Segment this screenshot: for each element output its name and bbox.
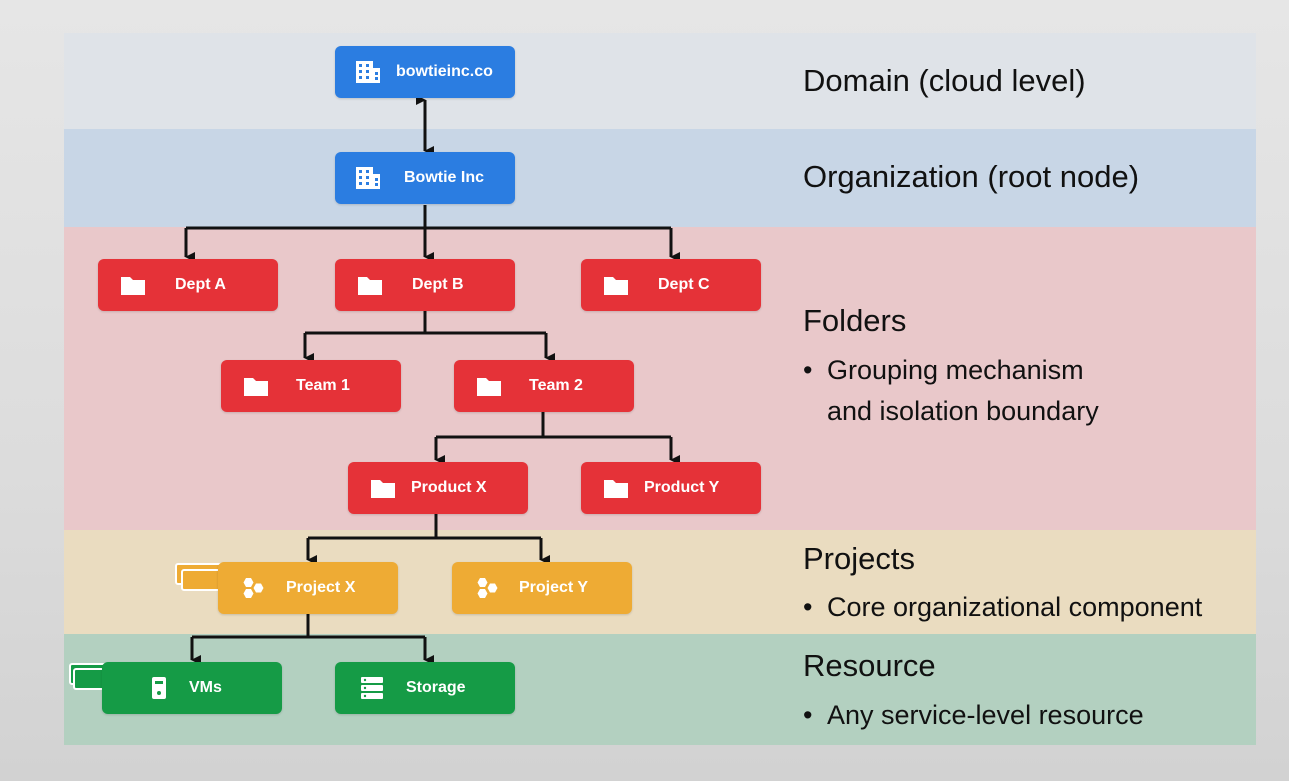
folder-node-dept-b: Dept B <box>335 259 515 311</box>
project-label-y: Project Y <box>519 579 589 596</box>
domain-node: bowtieinc.co <box>335 46 515 98</box>
folder-icon <box>604 480 628 498</box>
folder-node-team-2: Team 2 <box>454 360 634 412</box>
folder-node-dept-c: Dept C <box>581 259 761 311</box>
project-label-x: Project X <box>286 579 356 596</box>
resource-label-storage: Storage <box>406 679 466 696</box>
folder-label-dept-c: Dept C <box>658 276 710 293</box>
resource-node-storage: Storage <box>335 662 515 714</box>
folder-node-product-x: Product X <box>348 462 528 514</box>
domain-layer-title: Domain (cloud level) <box>803 63 1086 98</box>
project-node-y: Project Y <box>452 562 632 614</box>
folder-icon <box>244 378 268 396</box>
folder-label-dept-a: Dept A <box>175 276 226 293</box>
organization-node-label: Bowtie Inc <box>404 169 485 186</box>
bullet-marker: • <box>803 700 813 730</box>
folder-icon <box>604 277 628 295</box>
organization-node: Bowtie Inc <box>335 152 515 204</box>
folder-label-product-x: Product X <box>411 479 487 496</box>
folder-label-product-y: Product Y <box>644 479 720 496</box>
folders-layer-title: Folders <box>803 303 907 338</box>
building-icon <box>356 61 380 83</box>
folder-node-product-y: Product Y <box>581 462 761 514</box>
bullet-marker: • <box>803 355 813 385</box>
folder-icon <box>477 378 501 396</box>
projects-layer-title: Projects <box>803 541 915 576</box>
project-node-x: Project X <box>218 562 398 614</box>
resource-description-line: Any service-level resource <box>827 700 1144 730</box>
folder-label-dept-b: Dept B <box>412 276 464 293</box>
folder-node-dept-a: Dept A <box>98 259 278 311</box>
hexagon-cluster-icon <box>243 578 264 598</box>
building-icon <box>356 167 380 189</box>
folder-icon <box>121 277 145 295</box>
organization-layer-title: Organization (root node) <box>803 159 1140 194</box>
domain-layer-band <box>64 33 1256 129</box>
folders-description-line-1: Grouping mechanism <box>827 355 1084 385</box>
bullet-marker: • <box>803 592 813 622</box>
folder-icon <box>358 277 382 295</box>
domain-node-label: bowtieinc.co <box>396 63 493 80</box>
organization-layer-band <box>64 129 1256 227</box>
folders-description-line-2: and isolation boundary <box>827 396 1099 426</box>
storage-icon <box>361 677 383 699</box>
folder-label-team-2: Team 2 <box>529 377 583 394</box>
folder-node-team-1: Team 1 <box>221 360 401 412</box>
folder-label-team-1: Team 1 <box>296 377 350 394</box>
server-icon <box>152 677 166 699</box>
projects-description-line: Core organizational component <box>827 592 1203 622</box>
resource-layer-title: Resource <box>803 648 936 683</box>
resource-label-vms: VMs <box>189 679 222 696</box>
hexagon-cluster-icon <box>477 578 498 598</box>
folder-icon <box>371 480 395 498</box>
resource-node-vms: VMs <box>102 662 282 714</box>
